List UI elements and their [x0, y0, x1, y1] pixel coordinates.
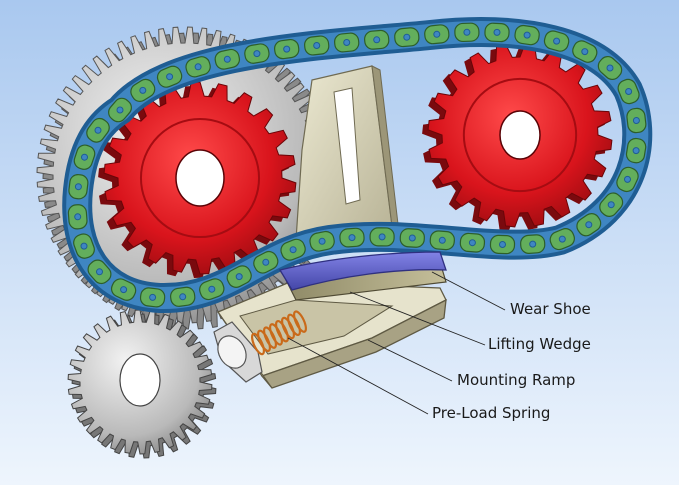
chain-pin: [433, 30, 441, 38]
chain-pin: [120, 286, 128, 294]
chain-pin: [373, 36, 381, 44]
mounting-bracket: [295, 65, 399, 241]
chain-pin: [74, 213, 82, 221]
leader-wear-shoe: [431, 271, 506, 311]
chain-pin: [166, 73, 174, 81]
driven-sprocket: [422, 42, 613, 231]
chain-pin: [313, 42, 321, 49]
chain-pin: [208, 285, 216, 293]
chain-pin: [523, 31, 531, 39]
chain-pin: [607, 201, 615, 209]
chain-pin: [235, 273, 243, 281]
chain-pin: [262, 258, 270, 266]
spring-coil: [275, 319, 289, 343]
chain-pin: [223, 55, 231, 63]
chain-pin: [606, 64, 614, 72]
chain-pin: [625, 88, 633, 95]
label-lifting-wedge: Lifting Wedge: [488, 335, 591, 353]
chain-pin: [499, 241, 506, 248]
chain-links: [67, 22, 647, 308]
chain-pin: [179, 293, 187, 301]
small-gear-bore: [119, 353, 161, 407]
chain-pin: [585, 221, 593, 229]
wear-shoe: [278, 251, 447, 291]
sprocket-bore: [175, 149, 225, 207]
leader-lines: [287, 271, 506, 415]
chain-pin: [468, 239, 476, 247]
spring-coil: [263, 326, 277, 349]
spring-coil: [293, 310, 307, 333]
preload-spring: [251, 310, 307, 356]
end-cap: [213, 321, 263, 383]
spring-coil: [251, 332, 265, 356]
spring-coil: [281, 316, 295, 340]
chain-pin: [343, 39, 351, 46]
chain-pin: [463, 28, 471, 36]
sprocket-bore: [499, 110, 541, 160]
chain-pin: [553, 37, 561, 45]
chain-pin: [558, 235, 566, 243]
chain-pin: [581, 48, 589, 56]
roller-chain: [62, 17, 653, 314]
chain-pin: [529, 240, 537, 248]
chain-pin: [403, 33, 411, 41]
drive-sprocket: [98, 81, 297, 278]
spring-coil: [269, 323, 283, 346]
chain-pin: [139, 86, 147, 94]
chain-pin: [438, 236, 446, 244]
label-preload-spring: Pre-Load Spring: [432, 404, 551, 422]
chain-pin: [81, 153, 88, 161]
chain-pin: [116, 106, 124, 114]
chain-pin: [194, 63, 202, 71]
chain-pin: [283, 45, 291, 53]
chain-pin: [96, 268, 103, 276]
leader-mounting-ramp: [367, 339, 453, 382]
spring-coil: [287, 313, 301, 337]
chain-pin: [318, 237, 326, 245]
chain-pin: [80, 242, 88, 250]
sprocket-hub-ring: [462, 77, 578, 193]
chain-pin: [493, 28, 501, 36]
chain-pin: [348, 234, 356, 242]
chain-pin: [624, 175, 631, 183]
leader-lifting-wedge: [349, 291, 486, 346]
label-mounting-ramp: Mounting Ramp: [457, 371, 576, 389]
chain-pin: [408, 234, 416, 242]
chain-pin: [632, 147, 640, 155]
chain-pin: [74, 183, 82, 191]
sprocket-hub-ring: [139, 117, 261, 239]
chain-pin: [289, 246, 297, 254]
chain-pin: [149, 293, 157, 301]
chain-pin: [378, 233, 386, 241]
leader-preload-spring: [287, 337, 429, 415]
chain-pin: [94, 126, 102, 134]
chain-pin: [632, 117, 640, 124]
chain-pin: [253, 50, 261, 58]
label-wear-shoe: Wear Shoe: [510, 300, 591, 318]
tensioner-assembly: [213, 251, 447, 389]
small-spur-gear: [67, 309, 217, 459]
spring-coil: [257, 329, 271, 353]
